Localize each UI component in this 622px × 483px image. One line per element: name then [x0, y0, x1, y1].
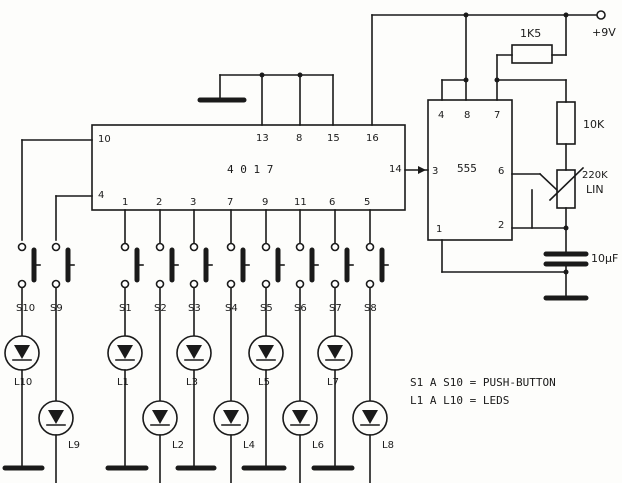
switch-contact: [330, 279, 340, 289]
switch-contact: [120, 242, 130, 252]
diode-triangle: [258, 345, 274, 359]
ic-4017-ground-pins: [197, 72, 334, 126]
resistor-10k-label: 10K: [583, 118, 605, 131]
led-label: L6: [312, 440, 324, 451]
led-label: L10: [14, 377, 32, 388]
switch-contact: [295, 242, 305, 252]
switch-contact: [330, 242, 340, 252]
pin-label: 3: [190, 197, 196, 208]
switch-contact: [155, 242, 165, 252]
pin-label: 16: [366, 133, 379, 144]
switch-contact: [261, 242, 271, 252]
pin-label: 8: [464, 110, 470, 121]
diode-triangle: [117, 345, 133, 359]
diode-triangle: [327, 345, 343, 359]
resistor-1k5: 1K5: [494, 14, 567, 101]
switch-contact: [17, 279, 27, 289]
ic-4017-label: 4 0 1 7: [227, 163, 273, 176]
led-label: L8: [382, 440, 394, 451]
pin-label: 6: [498, 166, 504, 177]
pin-label: 4: [98, 190, 104, 201]
switch-contact: [365, 279, 375, 289]
diode-triangle: [292, 410, 308, 424]
switch-contact: [226, 242, 236, 252]
resistor-10k: 10K: [496, 79, 605, 171]
led-label: L5: [258, 377, 270, 388]
pin-label: 7: [227, 197, 233, 208]
pin-label: 11: [294, 197, 307, 208]
switch-contact: [51, 279, 61, 289]
diode-triangle: [48, 410, 64, 424]
pin-label: 9: [262, 197, 268, 208]
switch-contact: [17, 242, 27, 252]
switch-contact: [295, 279, 305, 289]
supply-label: +9V: [592, 26, 616, 39]
diode-triangle: [14, 345, 30, 359]
arrow-icon: [418, 166, 426, 174]
ic-555: 555 4 8 7 3 6 1 2: [427, 99, 513, 241]
ic-555-body: [427, 99, 513, 241]
switch-contact: [261, 279, 271, 289]
pin-label: 6: [329, 197, 335, 208]
pin-label: 2: [498, 220, 504, 231]
pin-label: 1: [436, 224, 442, 235]
diode-triangle: [223, 410, 239, 424]
ic-4017: 4 0 1 7 10 4 13 8 15 16 14 1 2 3 7 9 11 …: [91, 124, 406, 211]
switch-contact: [155, 279, 165, 289]
switch-contact: [226, 279, 236, 289]
timing-wires: [511, 189, 569, 253]
pin-label: 1: [122, 197, 128, 208]
diode-triangle: [186, 345, 202, 359]
ic-555-supply-wires: [441, 14, 469, 101]
ic-4017-body: [91, 124, 406, 211]
switch-contact: [51, 242, 61, 252]
diode-triangle: [152, 410, 168, 424]
led-label: L1: [117, 377, 129, 388]
reset-wires: [21, 139, 93, 241]
led-label: L2: [172, 440, 184, 451]
pin-label: 15: [327, 133, 340, 144]
pot-type-label: LIN: [586, 183, 604, 196]
pin-label: 7: [494, 110, 500, 121]
pin-label: 10: [98, 134, 111, 145]
led-label: L4: [243, 440, 255, 451]
pin-label: 3: [432, 166, 438, 177]
legend-line-2: L1 A L10 = LEDS: [410, 394, 509, 407]
legend-line-1: S1 A S10 = PUSH-BUTTON: [410, 376, 556, 389]
capacitor-label: 10µF: [591, 252, 618, 265]
pin-label: 8: [296, 133, 302, 144]
ic-555-ground: [441, 239, 589, 301]
pin-label: 5: [364, 197, 370, 208]
switch-contact: [120, 279, 130, 289]
pot-value-label: 220K: [582, 170, 608, 181]
supply-rail: +9V: [371, 10, 616, 126]
switch-label: S10: [16, 303, 35, 314]
led-label: L3: [186, 377, 198, 388]
channels: S10L10S9L9S1L1S2L2S3L3S4L4S5L5S6L6S7L7S8…: [2, 209, 394, 483]
supply-terminal: [596, 10, 606, 20]
pin-label: 2: [156, 197, 162, 208]
ic-555-label: 555: [457, 162, 477, 175]
switch-contact: [189, 242, 199, 252]
led-label: L7: [327, 377, 339, 388]
pin-label: 4: [438, 110, 444, 121]
led-label: L9: [68, 440, 80, 451]
pin-label: 13: [256, 133, 269, 144]
capacitor-10uf: 10µF: [543, 251, 618, 299]
pin-label: 14: [389, 164, 402, 175]
switch-contact: [365, 242, 375, 252]
potentiometer-220k: 220K LIN: [511, 166, 608, 229]
diode-triangle: [362, 410, 378, 424]
resistor-1k5-label: 1K5: [520, 27, 541, 40]
switch-contact: [189, 279, 199, 289]
